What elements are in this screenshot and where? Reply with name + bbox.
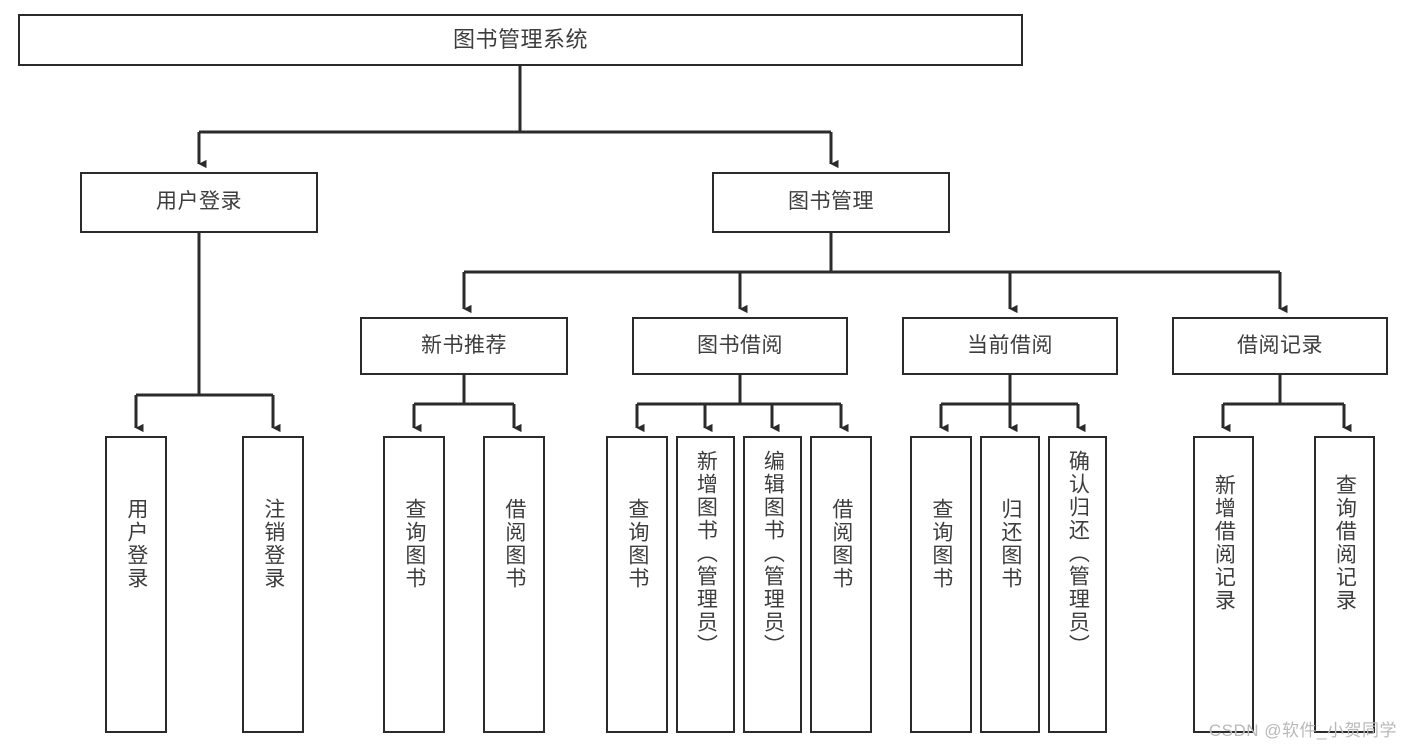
node-root-label: 图书管理系统 <box>452 27 588 53</box>
leaf-borrow-book-2-label: 借阅图书 <box>829 498 853 590</box>
leaf-add-record-label: 新增借阅记录 <box>1212 474 1236 612</box>
leaf-query-book-1-label: 查询图书 <box>402 498 426 590</box>
leaf-add-book-label: 新增图书（管理员） <box>694 450 718 657</box>
node-root[interactable]: 图书管理系统 <box>18 14 1023 66</box>
leaf-query-book-3-label: 查询图书 <box>929 498 953 590</box>
node-new-book-recommend[interactable]: 新书推荐 <box>360 317 568 375</box>
node-current-borrow[interactable]: 当前借阅 <box>902 317 1118 375</box>
node-borrow-record-label: 借阅记录 <box>1237 333 1323 357</box>
node-book-management[interactable]: 图书管理 <box>712 172 950 233</box>
leaf-borrow-book-1[interactable]: 借阅图书 <box>483 436 545 733</box>
leaf-edit-book[interactable]: 编辑图书（管理员） <box>743 436 802 733</box>
leaf-borrow-book-2[interactable]: 借阅图书 <box>810 436 872 733</box>
leaf-user-login-label: 用户登录 <box>124 498 148 590</box>
node-user-login[interactable]: 用户登录 <box>80 172 318 233</box>
leaf-confirm-return[interactable]: 确认归还（管理员） <box>1048 436 1107 733</box>
leaf-add-record[interactable]: 新增借阅记录 <box>1193 436 1254 733</box>
leaf-query-book-1[interactable]: 查询图书 <box>383 436 445 733</box>
leaf-query-book-2[interactable]: 查询图书 <box>606 436 668 733</box>
leaf-logout[interactable]: 注销登录 <box>242 436 304 733</box>
leaf-query-record-label: 查询借阅记录 <box>1333 474 1357 612</box>
node-book-borrow-label: 图书借阅 <box>697 333 783 357</box>
leaf-borrow-book-1-label: 借阅图书 <box>502 498 526 590</box>
leaf-query-record[interactable]: 查询借阅记录 <box>1314 436 1375 733</box>
node-new-book-recommend-label: 新书推荐 <box>421 333 507 357</box>
node-book-borrow[interactable]: 图书借阅 <box>632 317 848 375</box>
node-user-login-label: 用户登录 <box>156 190 242 214</box>
leaf-logout-label: 注销登录 <box>261 498 285 590</box>
leaf-user-login[interactable]: 用户登录 <box>105 436 167 733</box>
leaf-query-book-2-label: 查询图书 <box>625 498 649 590</box>
leaf-edit-book-label: 编辑图书（管理员） <box>761 450 785 657</box>
csdn-watermark: CSDN @软件_小贺同学 <box>1208 721 1397 740</box>
leaf-confirm-return-label: 确认归还（管理员） <box>1066 450 1090 657</box>
node-borrow-record[interactable]: 借阅记录 <box>1172 317 1388 375</box>
leaf-add-book[interactable]: 新增图书（管理员） <box>676 436 735 733</box>
leaf-query-book-3[interactable]: 查询图书 <box>910 436 972 733</box>
leaf-return-book[interactable]: 归还图书 <box>980 436 1040 733</box>
node-current-borrow-label: 当前借阅 <box>967 333 1053 357</box>
leaf-return-book-label: 归还图书 <box>998 498 1022 590</box>
node-book-management-label: 图书管理 <box>788 190 874 214</box>
